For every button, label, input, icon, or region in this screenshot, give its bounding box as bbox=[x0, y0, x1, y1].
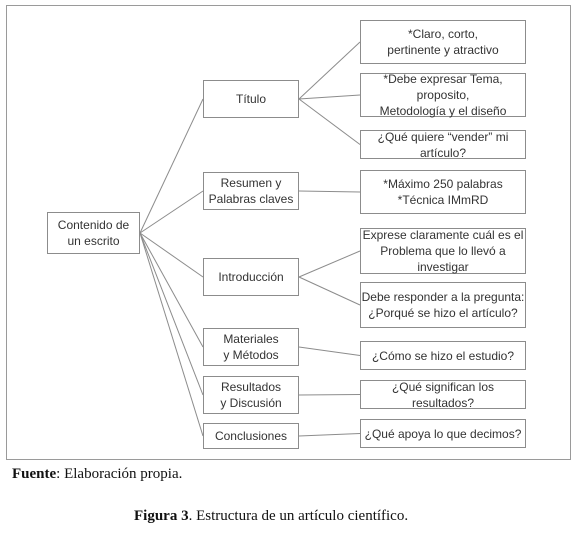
root-to-section-line bbox=[139, 190, 204, 234]
root-to-section-line bbox=[139, 98, 204, 234]
source-text: : Elaboración propia. bbox=[56, 466, 183, 482]
section-to-detail-line bbox=[298, 276, 361, 306]
section-to-detail-line bbox=[298, 250, 361, 278]
section-to-detail-line bbox=[298, 394, 361, 396]
figure-label: Figura 3 bbox=[134, 508, 189, 524]
figure-caption: Figura 3. Estructura de un artículo cien… bbox=[134, 508, 408, 525]
detail-node: ¿Qué apoya lo que decimos? bbox=[360, 419, 526, 448]
detail-node: *Debe expresar Tema, proposito, Metodolo… bbox=[360, 72, 526, 118]
root-node: Contenido de un escrito bbox=[47, 212, 140, 254]
section-to-detail-line bbox=[298, 94, 361, 100]
section-node-resumen: Resumen y Palabras claves bbox=[203, 172, 299, 210]
detail-node: ¿Qué significan los resultados? bbox=[360, 380, 526, 410]
detail-node: Exprese claramente cuál es el Problema q… bbox=[360, 228, 526, 274]
figure-title: . Estructura de un artículo científico. bbox=[188, 508, 409, 524]
section-node-titulo: Título bbox=[203, 80, 299, 118]
section-node-conclusiones: Conclusiones bbox=[203, 423, 299, 449]
section-to-detail-line bbox=[298, 433, 361, 437]
section-to-detail-line bbox=[298, 346, 361, 356]
section-node-materiales: Materiales y Métodos bbox=[203, 328, 299, 366]
root-to-section-line bbox=[139, 232, 204, 396]
detail-node: ¿Cómo se hizo el estudio? bbox=[360, 341, 526, 370]
detail-node: *Claro, corto, pertinente y atractivo bbox=[360, 20, 526, 64]
section-to-detail-line bbox=[298, 41, 361, 100]
detail-node: ¿Qué quiere “vender” mi artículo? bbox=[360, 130, 526, 160]
source-caption: Fuente: Elaboración propia. bbox=[12, 466, 182, 483]
detail-node: Debe responder a la pregunta: ¿Porqué se… bbox=[360, 282, 526, 328]
section-node-introduccion: Introducción bbox=[203, 258, 299, 296]
section-to-detail-line bbox=[298, 190, 361, 193]
diagram-frame bbox=[6, 5, 571, 460]
detail-node: *Máximo 250 palabras *Técnica IMmRD bbox=[360, 170, 526, 214]
section-to-detail-line bbox=[298, 98, 361, 145]
section-node-resultados: Resultados y Discusión bbox=[203, 376, 299, 414]
source-label: Fuente bbox=[12, 466, 57, 482]
root-to-section-line bbox=[139, 232, 204, 437]
root-to-section-line bbox=[139, 232, 204, 348]
root-to-section-line bbox=[139, 232, 204, 278]
